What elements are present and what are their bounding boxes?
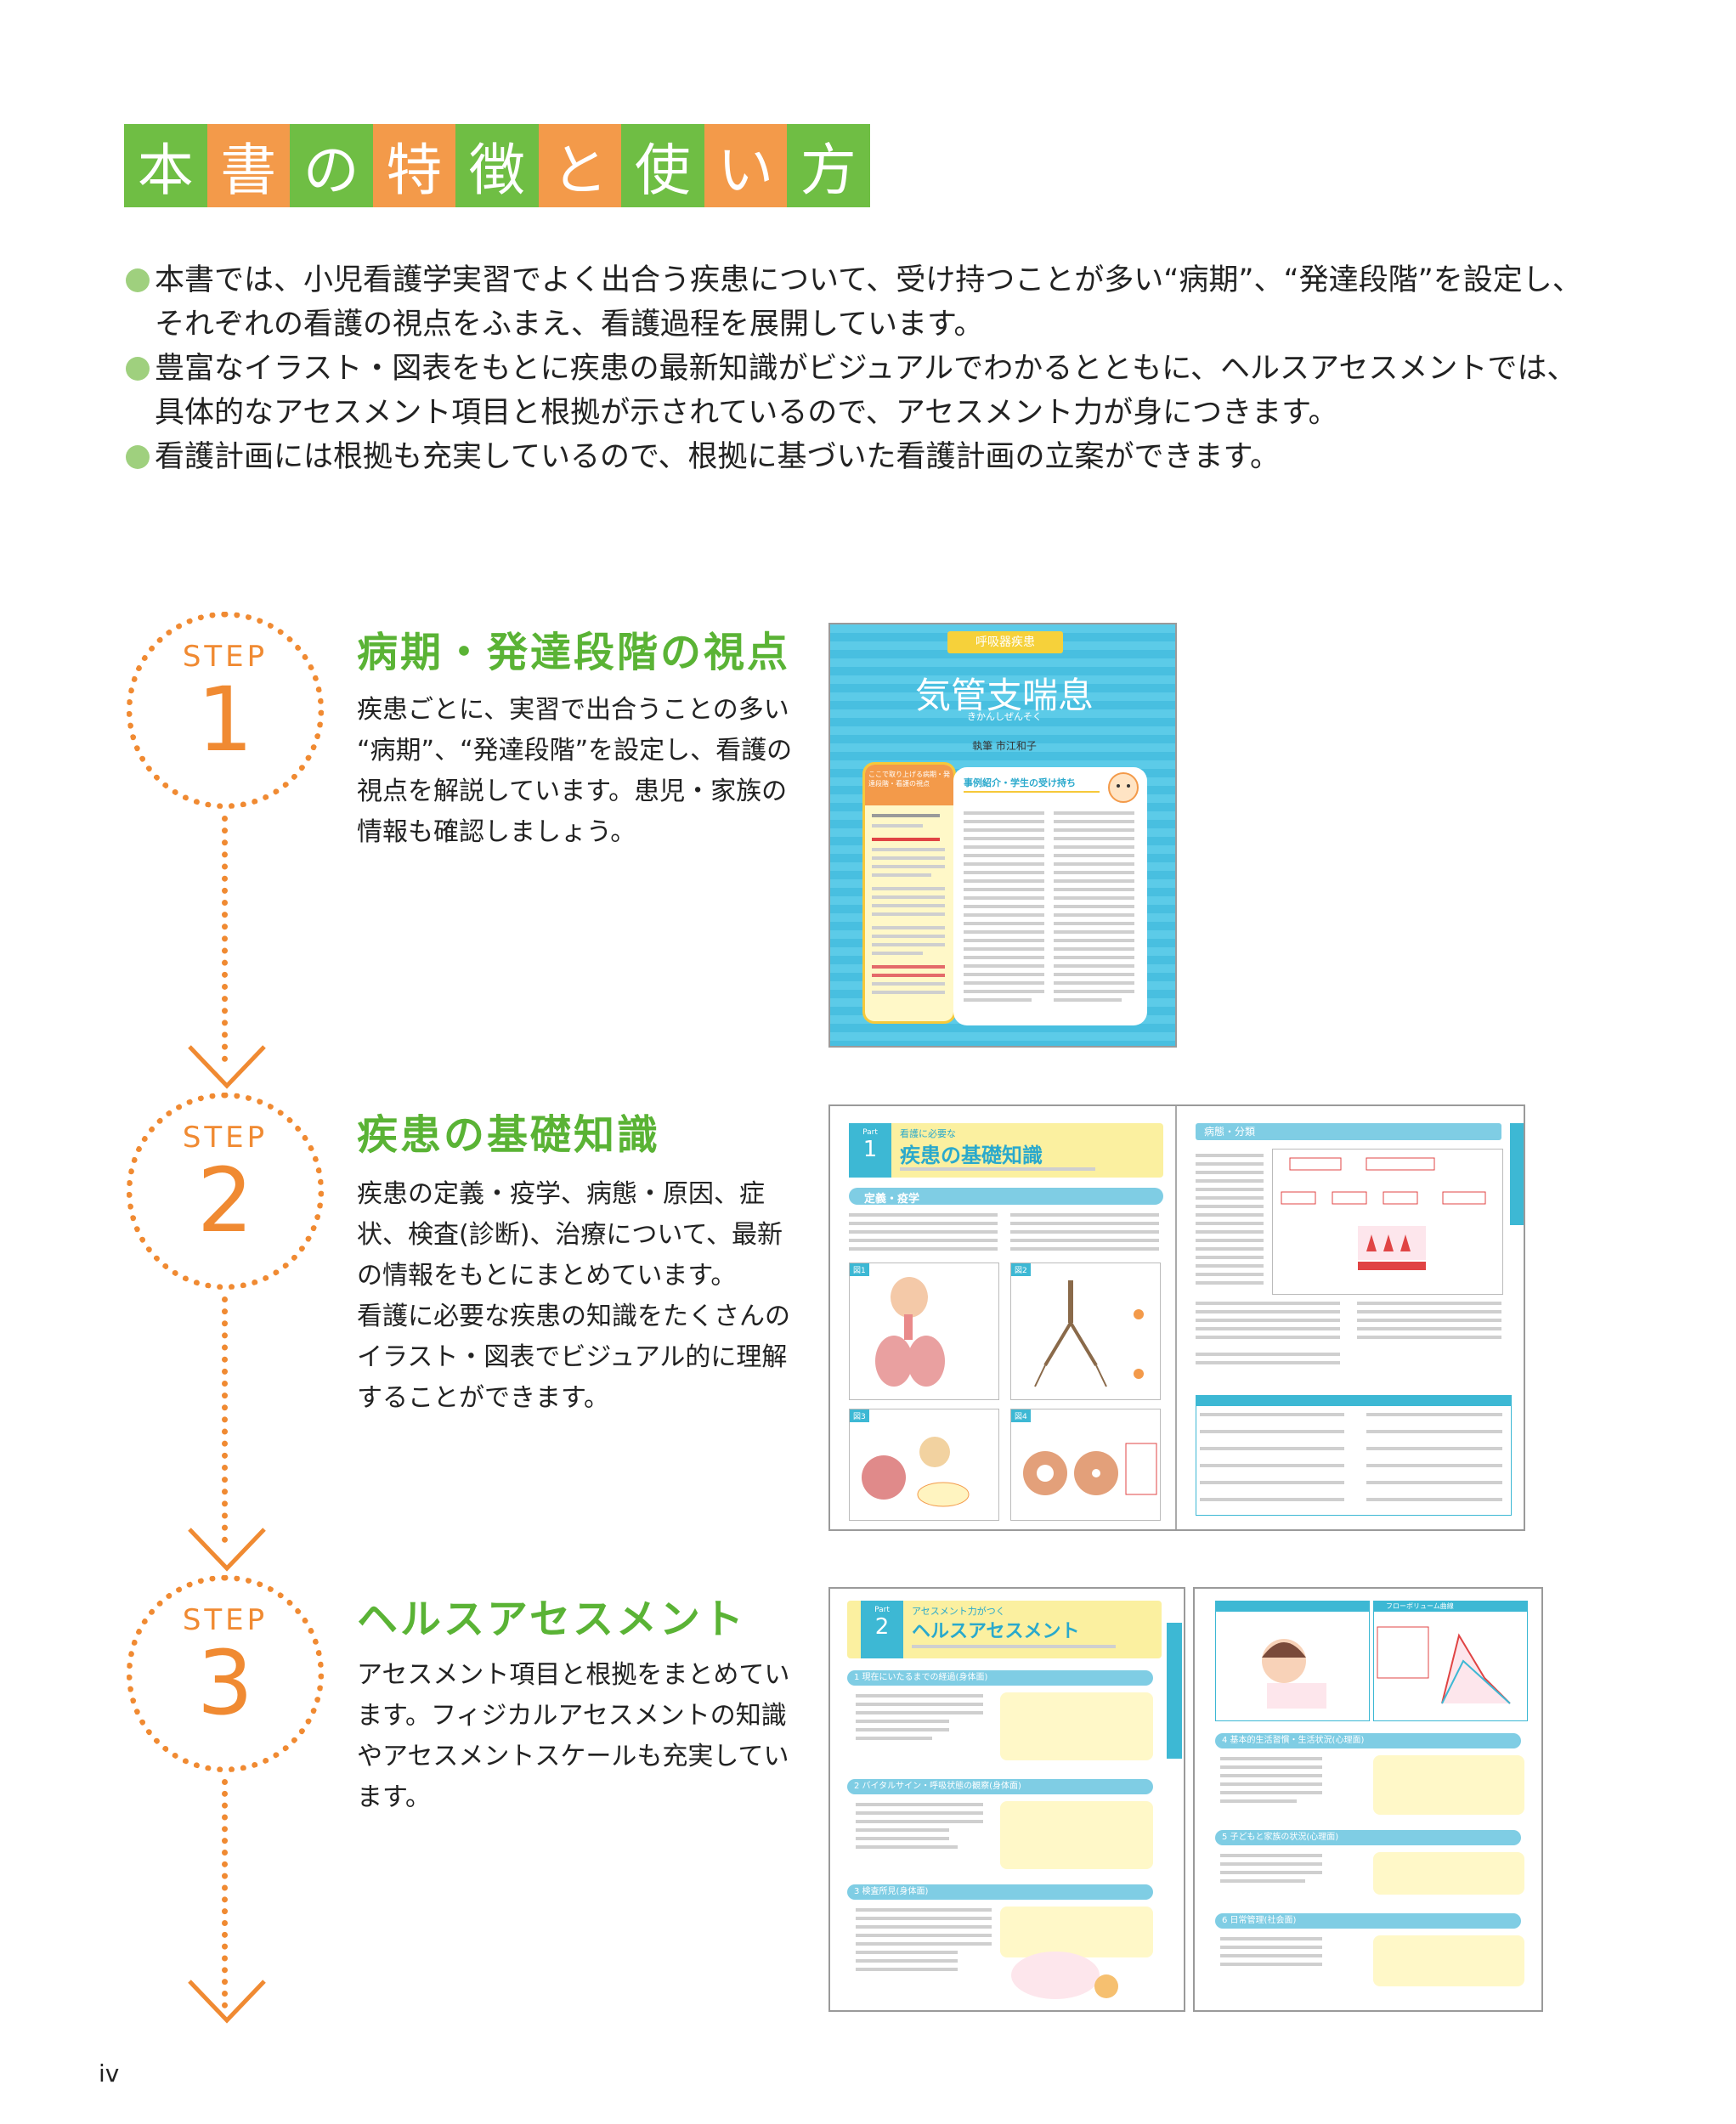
illustration-box	[1215, 1601, 1370, 1721]
rationale-box	[1373, 1935, 1524, 1986]
title-char: 方	[800, 138, 857, 203]
rationale-box	[1373, 1852, 1524, 1895]
right-page-heading: 病態・分類	[1196, 1123, 1501, 1140]
chevron-down-icon	[188, 1528, 266, 1572]
intro-line: 具体的なアセスメント項目と根拠が示されているので、アセスメント力が身につきます。	[155, 396, 1338, 430]
part-title: ヘルスアセスメント	[912, 1621, 1080, 1642]
step-connector	[222, 816, 228, 1062]
step-1-badge: STEP 1	[127, 612, 324, 809]
section-bar: 3 検査所見(身体面)	[847, 1884, 1153, 1900]
side-tab	[1167, 1623, 1182, 1759]
step-connector	[222, 1296, 228, 1543]
disease-title: 気管支喘息	[914, 675, 1094, 716]
chevron-down-icon	[188, 1045, 266, 1089]
side-panel-heading: ここで取り上げる病期・発達段階・看護の視点	[865, 765, 953, 805]
case-panel: 事例紹介・学生の受け持ち	[953, 767, 1147, 1025]
section-bar: 1 現在にいたるまでの経過(身体面)	[847, 1670, 1153, 1686]
side-panel: ここで取り上げる病期・発達段階・看護の視点	[862, 762, 956, 1024]
title-char: い	[704, 124, 787, 207]
flow-volume-curve-illustration	[1377, 1626, 1511, 1704]
intro-line: それぞれの看護の視点をふまえ、看護過程を展開しています。	[155, 308, 984, 342]
sample-page-thumbnail-1: 呼吸器疾患 気管支喘息 きかんしぜんそく 執筆 市江和子 ここで取り上げる病期・…	[828, 623, 1177, 1048]
title-char: 徴	[468, 138, 525, 203]
intro-line: 看護計画には根拠も充実しているので、根拠に基づいた看護計画の立案ができます。	[126, 435, 1655, 479]
step-connector	[222, 1779, 228, 2008]
intro-line: 豊富なイラスト・図表をもとに疾患の最新知識がビジュアルでわかるとともに、ヘルスア…	[126, 347, 1655, 391]
bullet-dot-icon	[126, 357, 150, 381]
sample-page-thumbnail-3b: フローボリューム曲線 4 基本的生活習慣・生活状況(心理面) 5 子どもと家族の…	[1193, 1587, 1543, 2012]
sample-page-thumbnail-2: Part 1 看護に必要な 疾患の基礎知識 定義・疫学 図1 図2 図3	[828, 1104, 1525, 1531]
step-1-text: 疾患ごとに、実習で出合うことの多い“病期”、“発達段階”を設定し、看護の視点を解…	[357, 695, 793, 847]
title-char: 書	[206, 124, 290, 207]
part-pre: 看護に必要な	[900, 1128, 956, 1139]
figure-1: 図1	[849, 1263, 999, 1400]
figure-4: 図4	[1010, 1409, 1161, 1521]
section-bar: 5 子どもと家族の状況(心理面)	[1215, 1830, 1521, 1845]
table-area	[1196, 1395, 1512, 1516]
part-pre: アセスメント力がつく	[912, 1606, 1005, 1617]
intro-line: 本書では、小児看護学実習でよく出合う疾患について、受け持つことが多い“病期”、“…	[126, 258, 1655, 302]
rationale-box	[1373, 1755, 1524, 1815]
section-title: 定義・疫学	[864, 1193, 920, 1206]
side-tab	[1510, 1123, 1524, 1225]
chapter-tag: 呼吸器疾患	[947, 631, 1063, 653]
title-char: 本	[137, 138, 194, 203]
case-heading: 事例紹介・学生の受け持ち	[964, 777, 1076, 788]
pathology-flow-illustration	[1281, 1157, 1486, 1270]
nurse-illustration-icon	[1108, 772, 1139, 803]
step-2-badge: STEP 2	[127, 1093, 324, 1290]
mascot-speech-bubble-icon	[1011, 1952, 1118, 1999]
disease-reading: きかんしぜんそく	[967, 711, 1042, 722]
bronchial-tree-illustration	[1034, 1280, 1144, 1387]
step-2-title: 疾患の基礎知識	[357, 1111, 661, 1159]
bullet-dot-icon	[126, 445, 150, 469]
section-bar: 6 日常管理(社会面)	[1215, 1913, 1521, 1929]
author: 執筆 市江和子	[972, 740, 1037, 752]
chevron-down-icon	[188, 1980, 266, 2024]
title-char: と	[538, 124, 621, 207]
part-badge: Part 1	[849, 1123, 891, 1178]
step-2-text: 疾患の定義・疫学、病態・原因、症状、検査(診断)、治療について、最新の情報をもと…	[357, 1179, 790, 1413]
title-char: 特	[372, 124, 455, 207]
section-bar: 2 バイタルサイン・呼吸状態の観察(身体面)	[847, 1779, 1153, 1794]
section-bar	[849, 1188, 1163, 1205]
flow-volume-chart-box: フローボリューム曲線	[1373, 1601, 1528, 1721]
part-badge: Part 2	[861, 1601, 903, 1658]
flow-diagram	[1272, 1149, 1503, 1295]
section-bar: 4 基本的生活習慣・生活状況(心理面)	[1215, 1733, 1521, 1748]
title-char: 使	[634, 138, 691, 203]
alveoli-illustration	[862, 1437, 970, 1507]
figure-3: 図3	[849, 1409, 999, 1521]
page-number: iv	[99, 2059, 120, 2087]
step-1-title: 病期・発達段階の視点	[357, 629, 791, 676]
figure-2: 図2	[1010, 1263, 1161, 1400]
rationale-box	[1000, 1801, 1153, 1869]
sample-page-thumbnail-3a: Part 2 アセスメント力がつく ヘルスアセスメント 1 現在にいたるまでの経…	[828, 1587, 1185, 2012]
intro-text: 本書では、小児看護学実習でよく出合う疾患について、受け持つことが多い“病期”、“…	[126, 258, 1655, 479]
step-3-text: アセスメント項目と根拠をまとめています。フィジカルアセスメントの知識やアセスメン…	[357, 1660, 790, 1812]
rationale-box	[1000, 1692, 1153, 1760]
respiratory-organ-illustration	[875, 1277, 945, 1387]
step-3-badge: STEP 3	[127, 1575, 324, 1772]
step-3-title: ヘルスアセスメント	[357, 1596, 747, 1643]
case-heading-underline	[964, 791, 1100, 793]
patient-illustration	[1216, 1601, 1369, 1709]
bullet-dot-icon	[126, 268, 150, 292]
title-banner: 本 書 の 特 徴 と 使 い 方	[124, 124, 870, 207]
rationale-box	[1000, 1907, 1153, 1957]
title-char: の	[303, 138, 359, 203]
page-divider	[1175, 1106, 1177, 1529]
part-title: 疾患の基礎知識	[900, 1144, 1043, 1167]
airway-cross-section-illustration	[1023, 1443, 1157, 1495]
